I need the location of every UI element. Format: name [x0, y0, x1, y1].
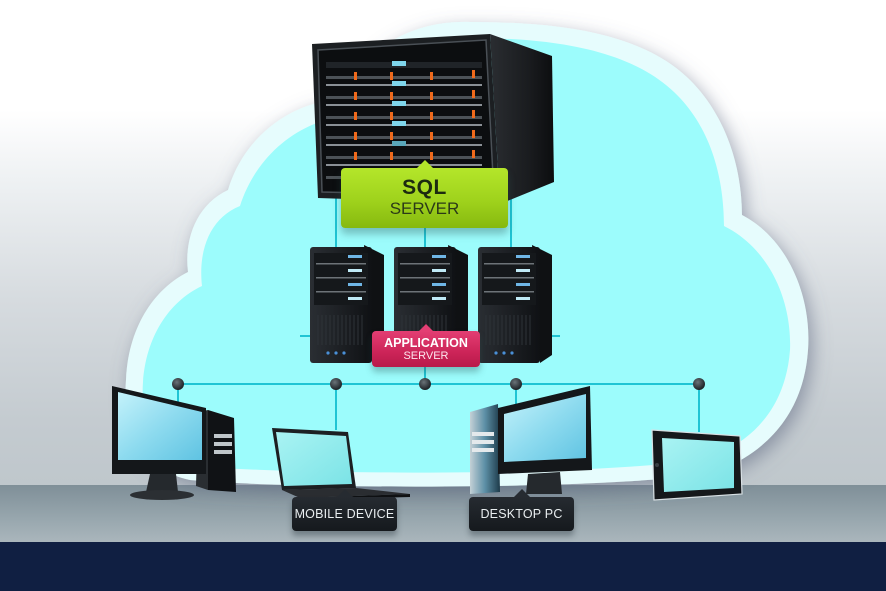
label-pointer — [336, 489, 353, 497]
sql-server-subtitle: SERVER — [389, 199, 460, 218]
sql-server-title: SQL — [402, 176, 447, 199]
tower-server-icon — [478, 245, 552, 363]
node-dot — [510, 378, 522, 390]
application-server-label: APPLICATION SERVER — [372, 324, 480, 367]
sql-server-label: SQL SERVER — [341, 160, 508, 228]
app-server-towers — [310, 245, 552, 363]
node-dot — [172, 378, 184, 390]
node-dot — [693, 378, 705, 390]
node-dot — [419, 378, 431, 390]
application-server-title: APPLICATION — [384, 336, 468, 350]
footer-band — [0, 542, 886, 591]
label-pointer — [416, 160, 433, 168]
laptop-icon — [272, 428, 410, 500]
cloud-shape — [125, 21, 809, 487]
tablet-icon — [651, 429, 743, 501]
desktop-pc-label: DESKTOP PC — [469, 489, 574, 531]
label-pointer — [513, 489, 530, 497]
network-node-dots — [172, 378, 705, 390]
mobile-device-text: MOBILE DEVICE — [294, 507, 395, 521]
node-dot — [330, 378, 342, 390]
desktop-computer-icon — [470, 386, 592, 494]
tower-server-icon — [310, 245, 384, 363]
label-pointer — [418, 324, 434, 332]
application-server-subtitle: SERVER — [403, 350, 449, 362]
desktop-computer-icon — [112, 386, 236, 500]
desktop-pc-text: DESKTOP PC — [480, 507, 563, 521]
mobile-device-label: MOBILE DEVICE — [292, 489, 397, 531]
